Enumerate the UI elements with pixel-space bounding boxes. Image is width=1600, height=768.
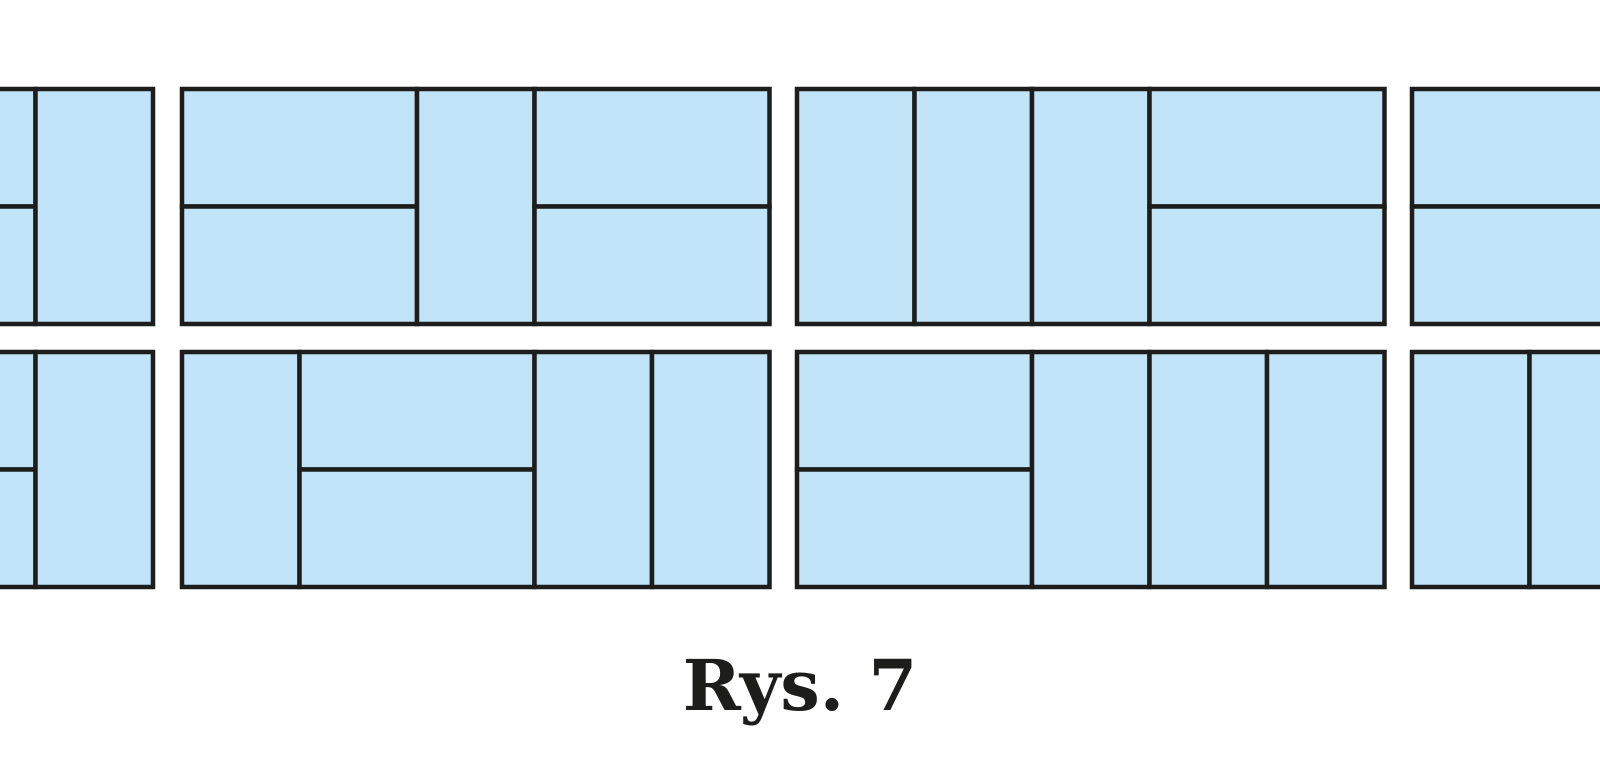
horizontal-domino xyxy=(0,349,38,472)
horizontal-domino xyxy=(532,204,772,327)
vertical-domino xyxy=(1527,349,1600,590)
horizontal-domino xyxy=(1147,204,1387,327)
vertical-domino xyxy=(1029,349,1152,590)
vertical-domino xyxy=(1264,349,1387,590)
vertical-domino xyxy=(33,86,156,327)
vertical-domino xyxy=(1029,86,1152,327)
horizontal-domino xyxy=(1409,204,1600,327)
tiling-top-partial-right xyxy=(1409,86,1600,327)
horizontal-domino xyxy=(0,467,38,590)
vertical-domino xyxy=(912,86,1035,327)
tiling-bottom-partial-right xyxy=(1409,349,1600,590)
tiling-bottom-tiling-2 xyxy=(794,349,1387,590)
horizontal-domino xyxy=(1147,86,1387,209)
horizontal-domino xyxy=(179,204,420,327)
horizontal-domino xyxy=(297,349,537,472)
vertical-domino xyxy=(179,349,302,590)
horizontal-domino xyxy=(0,204,38,327)
horizontal-domino xyxy=(297,467,537,590)
vertical-domino xyxy=(1147,349,1270,590)
tiling-top-partial-left xyxy=(0,86,156,327)
vertical-domino xyxy=(33,349,156,590)
tiling-bottom-tiling-1 xyxy=(179,349,772,590)
vertical-domino xyxy=(794,86,917,327)
tiles-layer xyxy=(0,86,1600,590)
horizontal-domino xyxy=(1409,86,1600,209)
horizontal-domino xyxy=(532,86,772,209)
vertical-domino xyxy=(414,86,537,327)
vertical-domino xyxy=(532,349,655,590)
tiling-top-tiling-2 xyxy=(794,86,1387,327)
horizontal-domino xyxy=(794,349,1035,472)
figure-caption: Rys. 7 xyxy=(682,644,918,727)
vertical-domino xyxy=(649,349,772,590)
tiling-top-tiling-1 xyxy=(179,86,772,327)
horizontal-domino xyxy=(0,86,38,209)
vertical-domino xyxy=(1409,349,1532,590)
horizontal-domino xyxy=(794,467,1035,590)
tiling-bottom-partial-left xyxy=(0,349,156,590)
horizontal-domino xyxy=(179,86,420,209)
